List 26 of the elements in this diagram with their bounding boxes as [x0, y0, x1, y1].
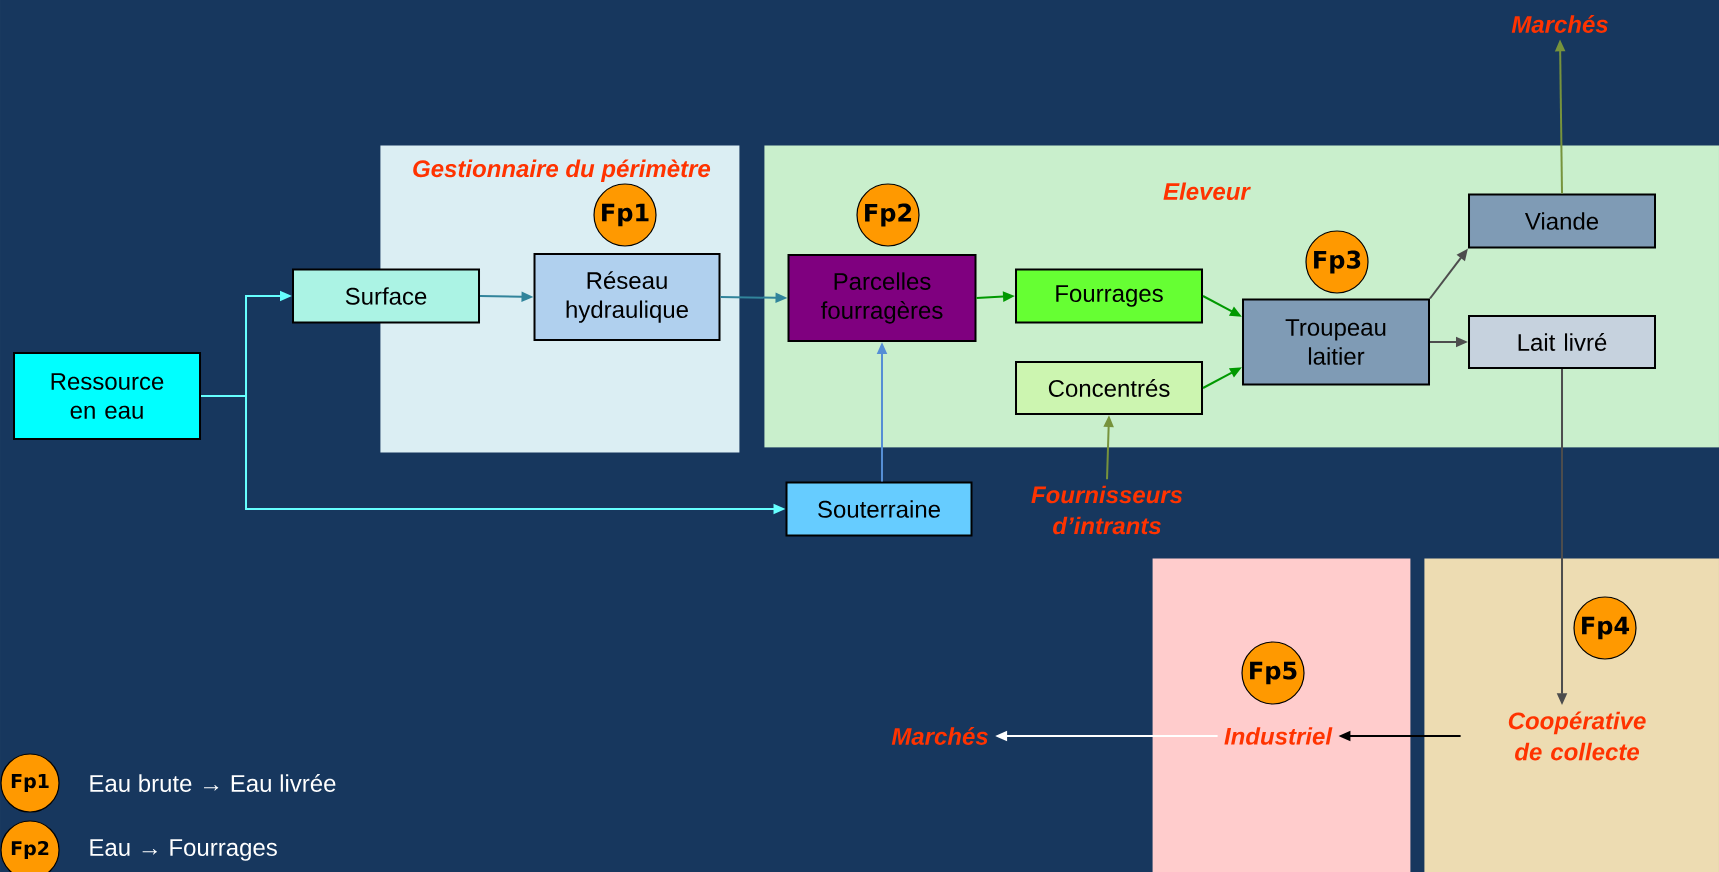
process-box: Ressource en eau	[13, 352, 201, 440]
area-band	[1424, 558, 1719, 872]
process-box: Surface	[292, 268, 480, 324]
stage-badge: Fp4	[1573, 596, 1637, 660]
legend-text: Eau → Fourrages	[90, 839, 277, 861]
stage-badge: Fp3	[1305, 230, 1369, 294]
process-box: Réseau hydraulique	[533, 253, 721, 341]
stage-badge: Fp1	[0, 753, 60, 813]
actor-label: Marchés	[891, 727, 988, 745]
process-box: Parcelles fourragères	[787, 254, 977, 342]
process-box: Troupeau laitier	[1242, 298, 1430, 386]
stage-badge: Fp1	[593, 183, 657, 247]
legend-text: Eau brute → Eau livrée	[90, 774, 336, 792]
process-box: Concentrés	[1015, 361, 1203, 415]
stage-badge: Fp5	[1241, 641, 1305, 705]
actor-label: Industriel	[1224, 727, 1333, 745]
area-band	[1152, 558, 1411, 872]
process-box: Lait livré	[1468, 315, 1656, 369]
actor-label: Fournisseurs d’intrants	[1031, 485, 1183, 535]
process-box: Viande	[1468, 193, 1656, 249]
actor-label: Marchés	[1511, 15, 1608, 33]
stage-badge: Fp2	[856, 183, 920, 247]
process-box: Souterraine	[785, 481, 973, 537]
actor-label: Coopérative de collecte	[1508, 711, 1646, 761]
process-box: Fourrages	[1015, 268, 1203, 324]
stage-badge: Fp2	[0, 820, 60, 872]
